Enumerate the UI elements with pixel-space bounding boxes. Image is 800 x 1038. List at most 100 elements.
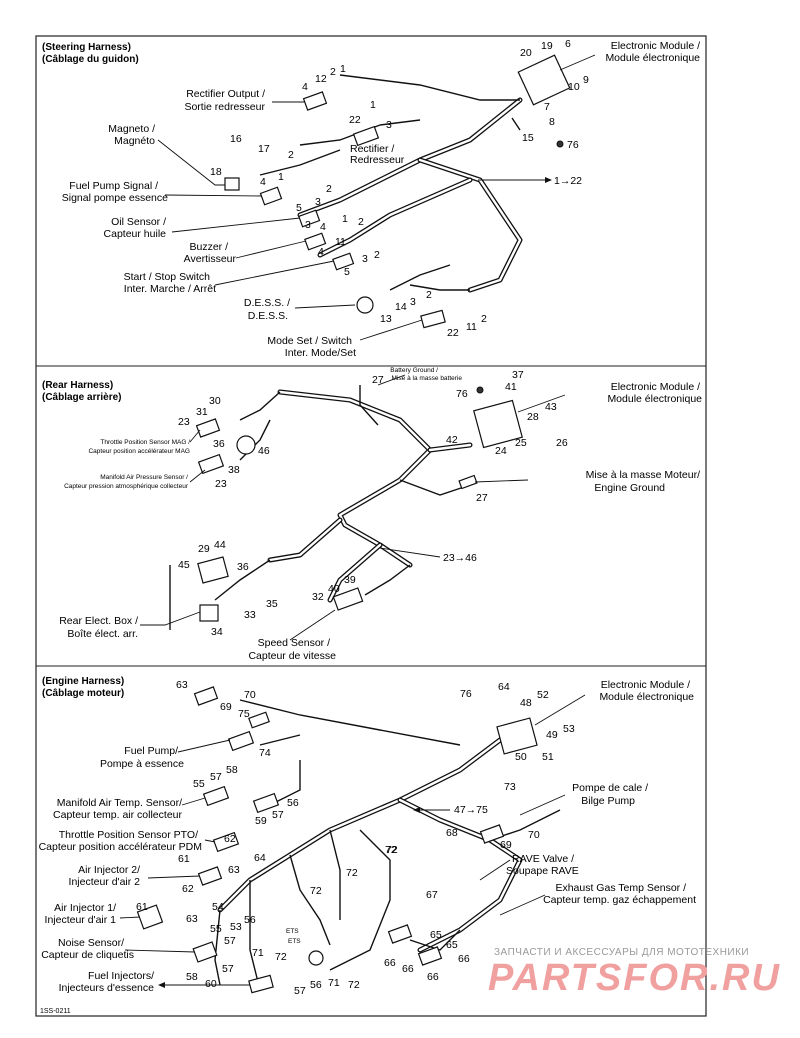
svg-text:62: 62 — [182, 883, 194, 895]
svg-text:27: 27 — [372, 374, 384, 386]
svg-text:70: 70 — [244, 689, 256, 701]
watermark-logo: PARTSFOR.RU — [488, 957, 781, 999]
engine-ground-terminal — [458, 474, 478, 490]
tps-mag-sensor — [236, 435, 256, 455]
rear-box-label-fr: Boîte élect. arr. — [67, 628, 138, 640]
svg-text:64: 64 — [254, 852, 266, 864]
figure-number: 1SS-0211 — [40, 1008, 71, 1015]
map-sensor-connector — [197, 453, 225, 475]
svg-text:51: 51 — [542, 751, 554, 763]
svg-text:16: 16 — [230, 133, 242, 145]
svg-text:1: 1 — [342, 213, 348, 225]
fuel-pump-connector — [227, 730, 255, 752]
electronic-module-label-fr-steering: Module électronique — [605, 52, 700, 64]
svg-text:39: 39 — [344, 574, 356, 586]
fuel-pump-label-en: Fuel Pump/ — [124, 745, 178, 757]
svg-text:3: 3 — [410, 296, 416, 308]
electronic-module-label-fr-rear: Module électronique — [607, 393, 702, 405]
electronic-module-connector-engine — [496, 717, 538, 755]
svg-text:43: 43 — [545, 401, 557, 413]
rectifier-connector — [352, 125, 380, 147]
svg-text:76: 76 — [460, 688, 472, 700]
fuel-pump-label-fr: Pompe à essence — [100, 758, 184, 770]
svg-text:29: 29 — [198, 543, 210, 555]
svg-text:20: 20 — [520, 47, 532, 59]
steering-ref-numbers: 20 19 6 10 9 7 8 15 76 4 12 2 1 22 1 3 1… — [210, 38, 589, 339]
steering-title-fr: (Câblage du guidon) — [42, 54, 139, 65]
speed-sensor-label-en: Speed Sensor / — [258, 637, 330, 649]
svg-text:9: 9 — [583, 74, 589, 86]
rear-harness-trunk — [277, 389, 433, 568]
fuel-injector-connector — [248, 974, 274, 994]
svg-text:2: 2 — [326, 183, 332, 195]
map-sensor-label-en: Manifold Air Pressure Sensor / — [100, 474, 188, 481]
svg-text:66: 66 — [458, 953, 470, 965]
svg-text:10: 10 — [568, 81, 580, 93]
rear-ref-numbers: 27 76 37 41 28 43 26 25 24 42 31 30 23 4… — [178, 369, 568, 638]
svg-text:6: 6 — [565, 38, 571, 50]
speed-sensor-connector — [332, 587, 364, 611]
svg-text:64: 64 — [498, 681, 510, 693]
steering-harness-trunk — [297, 97, 523, 218]
dess-label-en: D.E.S.S. / — [244, 297, 290, 309]
svg-text:31: 31 — [196, 406, 208, 418]
egt-label-en: Exhaust Gas Temp Sensor / — [555, 882, 686, 894]
tps-mag-label-fr: Capteur position accélérateur MAG — [88, 448, 190, 455]
svg-text:3: 3 — [386, 119, 392, 131]
svg-text:34: 34 — [211, 626, 223, 638]
battery-ground-label-en: Battery Ground / — [390, 367, 438, 374]
svg-text:59: 59 — [255, 815, 267, 827]
svg-text:23: 23 — [215, 478, 227, 490]
buzzer-label-en: Buzzer / — [189, 241, 228, 253]
ref-23-46: 23→46 — [443, 552, 477, 564]
svg-text:74: 74 — [259, 747, 271, 759]
svg-text:72: 72 — [346, 867, 358, 879]
svg-text:11: 11 — [335, 236, 346, 248]
rectifier-output-label-fr: Sortie redresseur — [184, 101, 265, 113]
svg-text:49: 49 — [546, 729, 558, 741]
svg-text:3: 3 — [362, 253, 368, 265]
svg-text:72: 72 — [385, 844, 397, 856]
svg-text:2: 2 — [374, 249, 380, 261]
svg-text:36: 36 — [213, 438, 225, 450]
electronic-module-connector-rear — [473, 399, 523, 449]
svg-text:40: 40 — [328, 583, 340, 595]
svg-text:17: 17 — [258, 143, 270, 155]
svg-text:57: 57 — [272, 809, 284, 821]
svg-text:71: 71 — [252, 947, 264, 959]
svg-text:76: 76 — [567, 139, 579, 151]
steering-harness-section: (Steering Harness) (Câblage du guidon) — [42, 38, 700, 359]
svg-text:76: 76 — [456, 388, 468, 400]
oil-sensor-connector — [298, 209, 321, 228]
dess-label-fr: D.E.S.S. — [248, 310, 288, 322]
engine-harness-section: (Engine Harness) (Câblage moteur) — [39, 676, 696, 997]
svg-text:19: 19 — [541, 40, 553, 52]
svg-text:44: 44 — [214, 539, 226, 551]
svg-text:54: 54 — [212, 901, 224, 913]
rectifier-output-label-en: Rectifier Output / — [186, 88, 265, 100]
oil-sensor-label-fr: Capteur huile — [104, 228, 167, 240]
svg-text:12: 12 — [315, 73, 327, 85]
svg-text:42: 42 — [446, 434, 458, 446]
buzzer-connector — [304, 232, 327, 251]
svg-text:63: 63 — [228, 864, 240, 876]
svg-text:2: 2 — [288, 149, 294, 161]
fuel-pump-signal-connector — [259, 186, 283, 206]
svg-text:3: 3 — [315, 196, 321, 208]
oil-sensor-label-en: Oil Sensor / — [111, 216, 166, 228]
svg-text:61: 61 — [178, 853, 190, 865]
map-sensor-label-fr: Capteur pression atmosphérique collecteu… — [64, 483, 189, 490]
svg-text:72: 72 — [310, 885, 322, 897]
svg-text:8: 8 — [549, 116, 555, 128]
svg-text:18: 18 — [210, 166, 222, 178]
svg-text:56: 56 — [310, 979, 322, 991]
ets-sensor — [308, 950, 324, 966]
svg-text:66: 66 — [427, 971, 439, 983]
mode-set-label-en: Mode Set / Switch — [267, 335, 352, 347]
speed-sensor-label-fr: Capteur de vitesse — [248, 650, 336, 662]
engine-ground-label-fr: Mise à la masse Moteur/ — [586, 469, 700, 481]
air-injector-1-label-en: Air Injector 1/ — [54, 902, 116, 914]
svg-text:26: 26 — [556, 437, 568, 449]
svg-text:15: 15 — [522, 132, 534, 144]
electronic-module-label-en-steering: Electronic Module / — [611, 40, 700, 52]
